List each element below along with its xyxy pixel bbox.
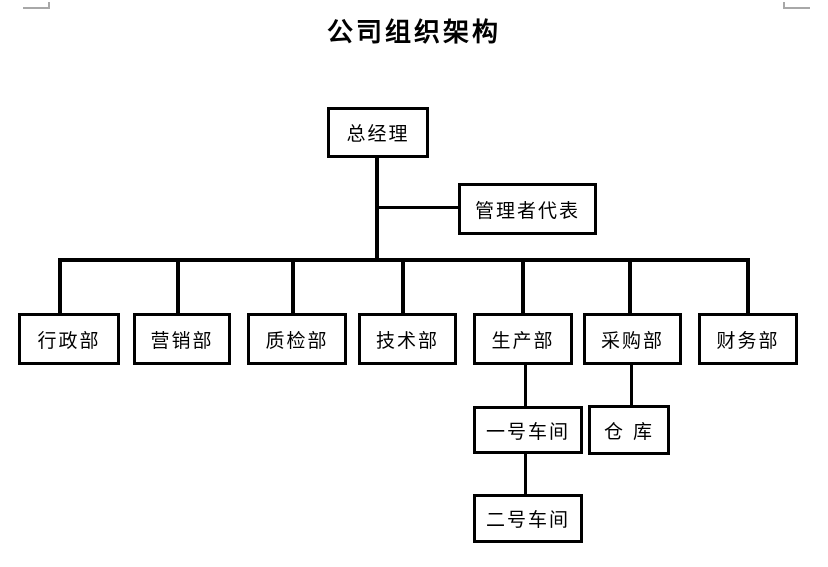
node-administration-dept[interactable]: 行政部 — [18, 313, 120, 365]
connector-drop-admin — [58, 260, 62, 314]
page-title: 公司组织架构 — [326, 18, 501, 48]
connector-production-workshop1 — [524, 364, 527, 407]
connector-drop-purchasing — [628, 260, 632, 314]
margin-corner-mark-right — [783, 2, 810, 9]
node-warehouse[interactable]: 仓 库 — [588, 405, 670, 455]
connector-drop-finance — [746, 260, 750, 314]
connector-drop-tech — [401, 260, 405, 314]
connector-management-rep — [377, 206, 458, 209]
node-production-dept[interactable]: 生产部 — [473, 313, 573, 365]
connector-purchasing-warehouse — [630, 364, 633, 406]
node-technology-dept[interactable]: 技术部 — [358, 313, 457, 365]
node-general-manager[interactable]: 总经理 — [327, 107, 429, 158]
node-purchasing-dept[interactable]: 采购部 — [583, 313, 682, 365]
node-management-representative-label: 管理者代表 — [474, 199, 580, 222]
node-management-representative[interactable]: 管理者代表 — [458, 183, 597, 235]
node-marketing-dept[interactable]: 营销部 — [133, 313, 231, 365]
connector-drop-production — [521, 260, 525, 314]
node-technology-dept-label: 技术部 — [375, 329, 439, 352]
node-finance-dept[interactable]: 财务部 — [698, 313, 798, 365]
node-purchasing-dept-label: 采购部 — [600, 329, 664, 352]
node-workshop-2-label: 二号车间 — [485, 509, 570, 531]
node-quality-inspection-dept-label: 质检部 — [265, 329, 329, 352]
margin-corner-mark-left — [23, 2, 50, 9]
node-workshop-2[interactable]: 二号车间 — [473, 494, 583, 543]
node-workshop-1[interactable]: 一号车间 — [473, 406, 583, 454]
node-marketing-dept-label: 营销部 — [150, 329, 214, 352]
node-quality-inspection-dept[interactable]: 质检部 — [247, 313, 347, 365]
connector-drop-qc — [291, 260, 295, 314]
node-warehouse-label: 仓 库 — [603, 420, 655, 443]
connector-workshop1-workshop2 — [524, 453, 527, 495]
node-finance-dept-label: 财务部 — [716, 329, 780, 352]
node-workshop-1-label: 一号车间 — [485, 420, 570, 443]
node-production-dept-label: 生产部 — [491, 329, 555, 352]
node-administration-dept-label: 行政部 — [37, 329, 101, 352]
node-general-manager-label: 总经理 — [346, 123, 410, 145]
connector-drop-marketing — [176, 260, 180, 314]
